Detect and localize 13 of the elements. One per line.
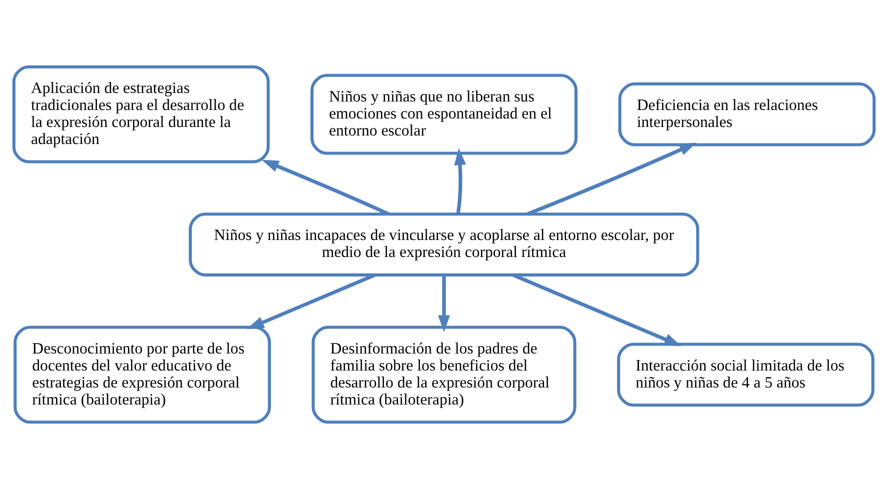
arrow <box>262 159 390 216</box>
arrow <box>438 274 450 332</box>
node-box: Niños y niñas que no liberan sus emociones con espontaneidad en el entorno escolar <box>310 73 578 154</box>
arrow <box>512 272 682 346</box>
node-box: Aplicación de estrategias tradicionales para el desarrollo de la expresión corporal durante la adaptación <box>12 64 270 163</box>
arrow <box>246 272 376 329</box>
node-box: Niños y niñas incapaces de vincularse y acoplarse al entorno escolar, por medio de la expresión corporal rítmica <box>188 212 700 276</box>
node-box: Deficiencia en las relaciones interpersonales <box>618 82 876 146</box>
node-box: Interacción social limitada de los niños y niñas de 4 a 5 años <box>617 342 874 406</box>
node-box: Desconocimiento por parte de los docentes del valor educativo de estrategias de expresión corporal rítmica (bailoterapia) <box>14 325 271 424</box>
node-box: Desinformación de los padres de familia sobre los beneficios del desarrollo de la expresión corporal rítmica (bailoterapia) <box>312 325 576 424</box>
arrow <box>454 148 466 214</box>
arrow <box>527 142 697 216</box>
